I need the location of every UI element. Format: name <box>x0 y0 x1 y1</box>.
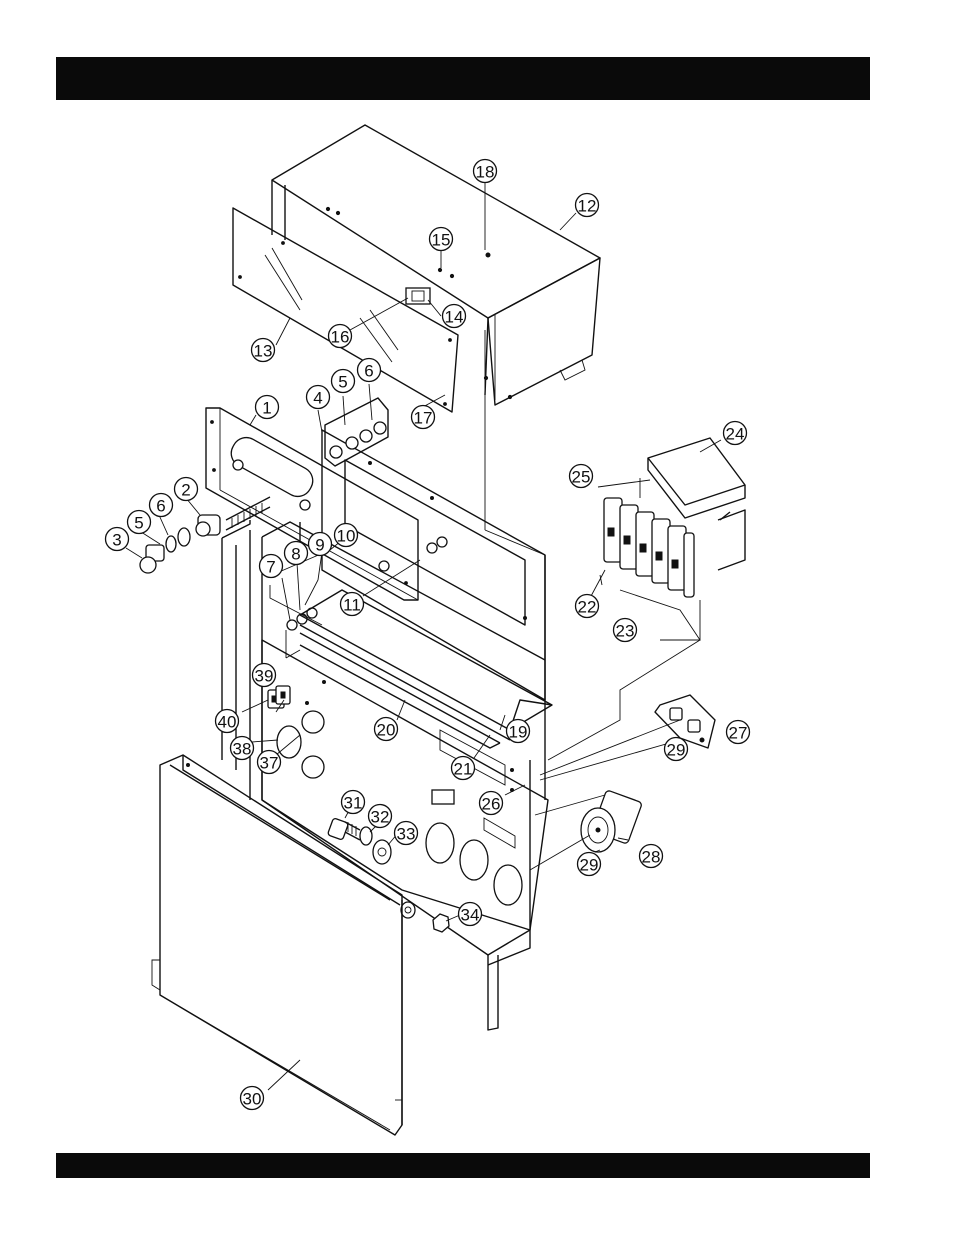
callout-label: 16 <box>331 328 350 347</box>
callout-label: 27 <box>729 724 748 743</box>
upper-terminal-block <box>325 398 388 466</box>
callout-label: 7 <box>266 558 275 577</box>
callout-label: 22 <box>578 598 597 617</box>
callout-label: 25 <box>572 468 591 487</box>
callout-23: 23 <box>614 619 637 642</box>
callout-29: 29 <box>578 853 601 876</box>
callout-label: 38 <box>233 740 252 759</box>
callout-38: 38 <box>231 737 254 760</box>
callout-9: 9 <box>309 533 332 556</box>
callout-39: 39 <box>253 664 276 687</box>
callout-label: 11 <box>343 596 361 615</box>
callout-16: 16 <box>329 325 352 348</box>
callout-label: 39 <box>255 667 274 686</box>
callout-10: 10 <box>335 524 358 547</box>
callout-29: 29 <box>665 738 688 761</box>
callout-18: 18 <box>474 160 497 183</box>
callout-37: 37 <box>258 751 281 774</box>
grommet <box>277 726 301 758</box>
callout-27: 27 <box>727 721 750 744</box>
callout-24: 24 <box>724 422 747 445</box>
callout-label: 6 <box>364 362 373 381</box>
callout-label: 19 <box>509 723 528 742</box>
callout-22: 22 <box>576 595 599 618</box>
callout-31: 31 <box>342 791 365 814</box>
terminal-strip-small <box>268 686 290 708</box>
callout-17: 17 <box>412 406 435 429</box>
callout-label: 37 <box>260 754 279 773</box>
callout-label: 24 <box>726 425 745 444</box>
callout-14: 14 <box>443 305 466 328</box>
callout-label: 2 <box>181 481 190 500</box>
top-cover-box <box>272 125 600 405</box>
callout-label: 31 <box>344 794 363 813</box>
callout-label: 30 <box>243 1090 262 1109</box>
back-panel <box>322 330 545 700</box>
callout-label: 12 <box>578 197 597 216</box>
callout-6: 6 <box>358 359 381 382</box>
callout-5: 5 <box>332 370 355 393</box>
callout-label: 8 <box>291 545 300 564</box>
callout-label: 28 <box>642 848 661 867</box>
callout-label: 23 <box>616 622 635 641</box>
callout-11: 11 <box>341 593 364 616</box>
callout-4: 4 <box>307 386 330 409</box>
callout-label: 4 <box>313 389 322 408</box>
callout-30: 30 <box>241 1087 264 1110</box>
callout-12: 12 <box>576 194 599 217</box>
callout-label: 29 <box>667 741 686 760</box>
callout-1: 1 <box>256 396 279 419</box>
callout-label: 17 <box>414 409 433 428</box>
callout-label: 15 <box>432 231 451 250</box>
callout-21: 21 <box>452 757 475 780</box>
callout-label: 18 <box>476 163 495 182</box>
callout-13: 13 <box>252 339 275 362</box>
callout-label: 29 <box>580 856 599 875</box>
callout-label: 1 <box>262 399 271 418</box>
callout-label: 3 <box>112 531 121 550</box>
callout-7: 7 <box>260 555 283 578</box>
callout-40: 40 <box>216 710 239 733</box>
callout-20: 20 <box>375 718 398 741</box>
callout-3: 3 <box>106 528 129 551</box>
callout-label: 40 <box>218 713 237 732</box>
callout-33: 33 <box>395 822 418 845</box>
callout-label: 13 <box>254 342 273 361</box>
callout-label: 6 <box>156 497 165 516</box>
callout-label: 20 <box>377 721 396 740</box>
callout-6: 6 <box>150 494 173 517</box>
callout-label: 10 <box>337 527 356 546</box>
callout-label: 9 <box>315 536 324 555</box>
callout-label: 5 <box>338 373 347 392</box>
callout-26: 26 <box>480 792 503 815</box>
callout-34: 34 <box>459 903 482 926</box>
callout-label: 33 <box>397 825 416 844</box>
callout-28: 28 <box>640 845 663 868</box>
callout-2: 2 <box>175 478 198 501</box>
circuit-breaker-assembly <box>604 438 745 597</box>
terminal-plate <box>206 408 418 600</box>
callout-15: 15 <box>430 228 453 251</box>
callout-8: 8 <box>285 542 308 565</box>
callout-label: 14 <box>445 308 464 327</box>
callout-label: 26 <box>482 795 501 814</box>
front-door-panel <box>152 755 402 1135</box>
callout-5: 5 <box>128 511 151 534</box>
callout-label: 5 <box>134 514 143 533</box>
callout-label: 32 <box>371 808 390 827</box>
callout-25: 25 <box>570 465 593 488</box>
callout-label: 21 <box>454 760 473 779</box>
callout-label: 34 <box>461 906 480 925</box>
callout-19: 19 <box>507 720 530 743</box>
callout-32: 32 <box>369 805 392 828</box>
